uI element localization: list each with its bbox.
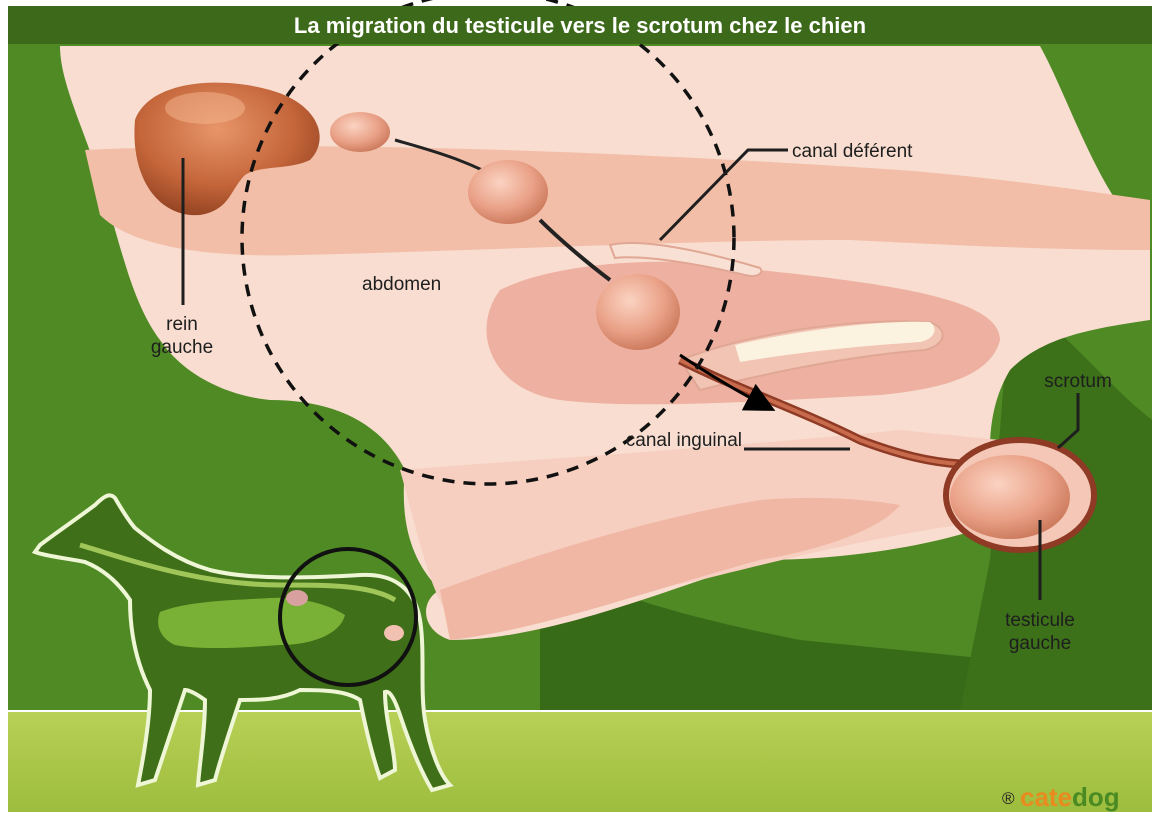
testis-stage-1 <box>330 112 390 152</box>
dog-testis <box>384 625 404 641</box>
testis-stage-3 <box>596 274 680 350</box>
label-rein-line-1: rein <box>166 314 198 335</box>
label-testicule-line-1: testicule <box>1005 610 1075 631</box>
dog-kidney <box>286 590 308 606</box>
ground <box>8 712 1152 812</box>
label-scrotum: scrotum <box>1044 371 1112 392</box>
diagram-title: La migration du testicule vers le scrotu… <box>294 13 866 38</box>
label-rein-line-2: gauche <box>151 337 213 358</box>
label-canal-deferent: canal déférent <box>792 141 913 162</box>
logo-part-cat: cat <box>1020 782 1058 812</box>
catedog-logo: ® catedog <box>1002 782 1120 812</box>
label-canal-inguinal: canal inguinal <box>626 430 742 451</box>
testis-left <box>950 455 1070 539</box>
registered-mark: ® <box>1002 789 1015 808</box>
label-abdomen: abdomen <box>362 274 441 295</box>
label-testicule-line-2: gauche <box>1009 633 1071 654</box>
logo-part-e: e <box>1058 782 1072 812</box>
logo-text: catedog <box>1020 782 1120 812</box>
logo-part-dog: dog <box>1072 782 1120 812</box>
testis-stage-2 <box>468 160 548 224</box>
kidney-highlight <box>165 92 245 124</box>
